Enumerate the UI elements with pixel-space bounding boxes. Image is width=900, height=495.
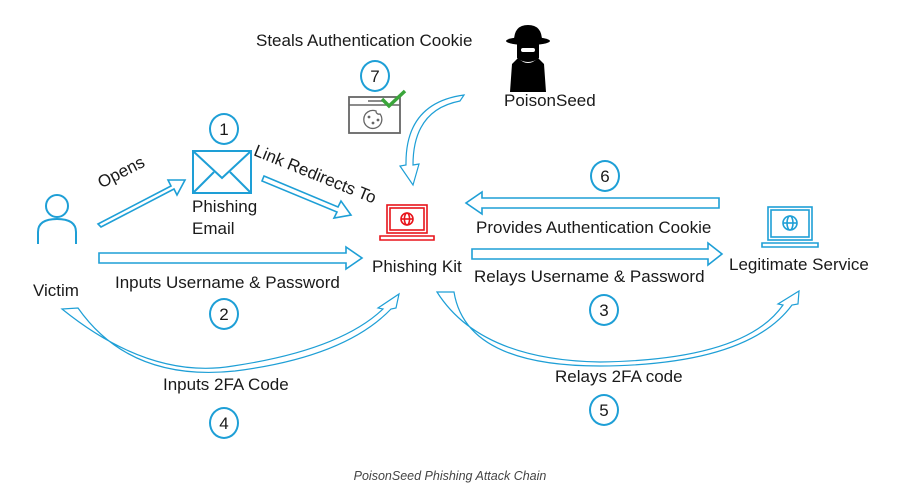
label-phishing-email-1: Phishing xyxy=(192,197,258,216)
arrow-relays-credentials xyxy=(471,241,724,267)
arrow-provides-cookie xyxy=(464,190,720,216)
hooded-attacker-icon xyxy=(506,25,550,92)
step-badge-5: 5 xyxy=(589,394,619,426)
step-badge-4: 4 xyxy=(209,407,239,439)
laptop-globe-icon xyxy=(761,206,819,248)
envelope-icon xyxy=(192,150,252,194)
arrow-opens xyxy=(96,179,187,228)
label-relays-credentials: Relays Username & Password xyxy=(474,267,705,286)
label-steals-cookie: Steals Authentication Cookie xyxy=(256,31,473,50)
step-badge-2: 2 xyxy=(209,298,239,330)
figure-caption: PoisonSeed Phishing Attack Chain xyxy=(353,469,547,483)
label-relays-2fa: Relays 2FA code xyxy=(555,367,683,386)
person-icon xyxy=(37,194,77,244)
step-badge-6: 6 xyxy=(590,160,620,192)
label-poisonseed: PoisonSeed xyxy=(504,91,596,110)
label-phishing-email-2: Email xyxy=(192,219,235,238)
arrow-inputs-2fa xyxy=(60,292,400,374)
label-inputs-2fa: Inputs 2FA Code xyxy=(163,375,289,394)
label-provides-cookie: Provides Authentication Cookie xyxy=(476,218,712,237)
label-legitimate-service: Legitimate Service xyxy=(729,255,869,274)
arrow-inputs-credentials xyxy=(98,245,364,271)
arrow-relays-2fa xyxy=(435,289,800,367)
label-phishing-kit: Phishing Kit xyxy=(372,257,462,276)
label-inputs-credentials: Inputs Username & Password xyxy=(115,273,340,292)
label-victim: Victim xyxy=(33,281,79,300)
arrow-link-redirects xyxy=(260,174,353,220)
step-badge-1: 1 xyxy=(209,113,239,145)
arrow-steals-cookie xyxy=(398,94,466,187)
step-badge-7: 7 xyxy=(360,60,390,92)
laptop-globe-icon xyxy=(379,204,435,241)
step-badge-3: 3 xyxy=(589,294,619,326)
browser-cookie-check-icon xyxy=(348,89,407,134)
checkmark-icon xyxy=(380,89,407,109)
